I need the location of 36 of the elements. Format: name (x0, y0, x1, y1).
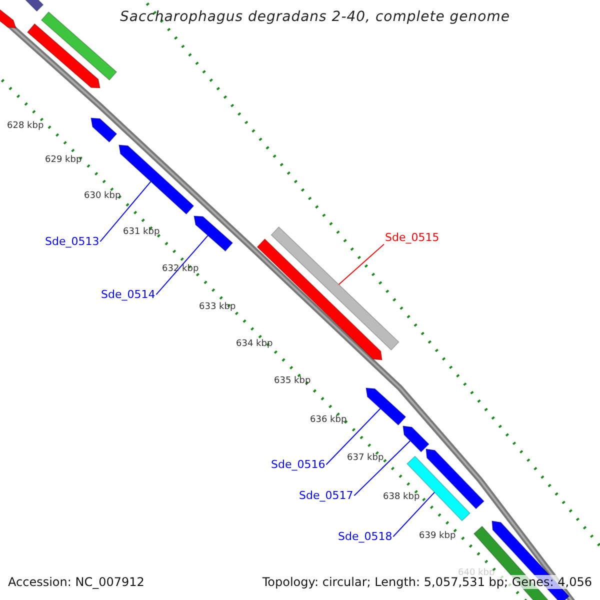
gene-feature (118, 144, 194, 215)
scale-label: 635 kbp (274, 376, 311, 387)
gene-feature (402, 426, 430, 452)
title: Saccharophagus degradans 2-40, complete genome (120, 9, 510, 26)
scale-label: 634 kbp (236, 339, 273, 350)
leader-line (392, 492, 435, 538)
genome-summary: Topology: circular; Length: 5,057,531 bp; Genes: 4,056 (260, 575, 594, 590)
leader-line (100, 181, 152, 242)
scale-label: 631 kbp (123, 227, 160, 238)
leader-line (354, 440, 411, 496)
gene-label: Sde_0518 (338, 530, 392, 544)
accession-text: Accession: NC_007912 (8, 575, 144, 590)
scale-label: 636 kbp (310, 415, 347, 426)
leader-line (338, 244, 384, 285)
gene-feature (40, 11, 118, 81)
scale-label: 630 kbp (84, 191, 121, 202)
gene-label: Sde_0513 (45, 235, 100, 248)
leader-line (326, 408, 381, 466)
gene-feature (26, 23, 100, 88)
scale-label: 639 kbp (419, 531, 456, 542)
scale-label: 628 kbp (7, 121, 44, 132)
scale-label: 633 kbp (199, 302, 236, 313)
gene-feature (426, 448, 485, 510)
scale-label: 629 kbp (45, 155, 82, 166)
scale-label: 632 kbp (162, 264, 199, 275)
gene-label: Sde_0516 (271, 458, 326, 472)
gene-feature (366, 388, 406, 426)
gene-label: Sde_0515 (385, 231, 440, 244)
gene-feature (256, 238, 382, 360)
scale-label: 638 kbp (383, 492, 420, 503)
gene-label: Sde_0514 (101, 288, 156, 302)
gene-feature (90, 118, 118, 143)
scale-label: 637 kbp (347, 453, 384, 464)
gene-feature (194, 216, 234, 252)
gene-label: Sde_0517 (299, 489, 354, 502)
leader-line (156, 235, 208, 296)
